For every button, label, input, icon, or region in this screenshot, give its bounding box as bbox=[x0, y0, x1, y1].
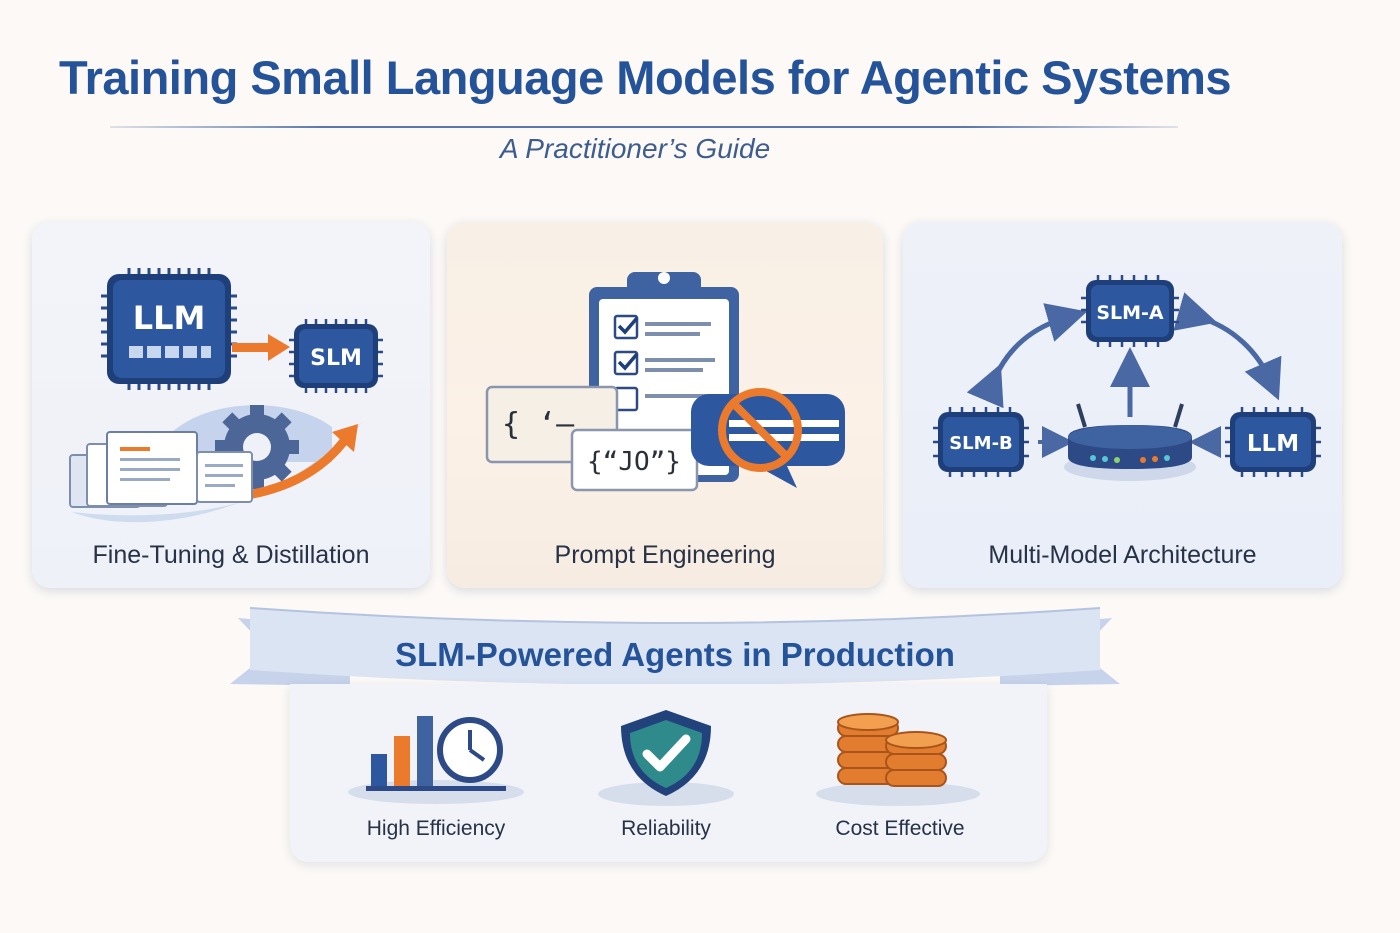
title-rule bbox=[110, 126, 1178, 128]
bar-chart-clock-icon bbox=[348, 716, 524, 804]
llm-chip-label: LLM bbox=[133, 299, 206, 337]
slm-b-chip-icon: SLM-B bbox=[933, 407, 1029, 477]
json-snippet-card: {“JO”} bbox=[570, 428, 699, 492]
production-ribbon: SLM-Powered Agents in Production bbox=[230, 604, 1120, 694]
page-title: Training Small Language Models for Agent… bbox=[58, 51, 1232, 104]
panel-multi-model: SLM-A SLM-B LLM Mult bbox=[903, 222, 1342, 588]
benefit-reliability: Reliability bbox=[546, 684, 786, 862]
code-snippet-text-1: { ‘— bbox=[502, 407, 575, 442]
panel-fine-tuning: LLM SLM Fine-Tuning & Distillation bbox=[32, 222, 430, 588]
benefits-panel: High Efficiency Reliability Cost E bbox=[290, 684, 1047, 862]
slm-b-chip-label: SLM-B bbox=[949, 433, 1013, 454]
benefit-label-reliability: Reliability bbox=[621, 817, 711, 840]
multi-model-illustration: SLM-A SLM-B LLM bbox=[933, 275, 1321, 481]
panel-label-prompt-engineering: Prompt Engineering bbox=[554, 541, 776, 569]
benefit-label-cost-effective: Cost Effective bbox=[835, 817, 965, 840]
prohibited-message-icon bbox=[691, 388, 845, 488]
benefit-high-efficiency: High Efficiency bbox=[316, 684, 556, 862]
panel-label-multi-model: Multi-Model Architecture bbox=[988, 541, 1257, 569]
router-icon bbox=[1064, 403, 1196, 481]
slm-chip-label: SLM bbox=[310, 346, 362, 371]
slm-a-chip-icon: SLM-A bbox=[1081, 275, 1179, 347]
page-subtitle: A Practitioner’s Guide bbox=[499, 133, 771, 164]
panel-label-fine-tuning: Fine-Tuning & Distillation bbox=[92, 541, 370, 569]
distill-arrow-head bbox=[268, 334, 290, 361]
benefit-label-high-efficiency: High Efficiency bbox=[366, 817, 506, 840]
panel-prompt-engineering: { ‘— {“JO”} Prompt Engineering bbox=[447, 222, 883, 588]
distillation-illustration: LLM SLM bbox=[69, 268, 383, 523]
arrow-slm-a-to-llm bbox=[1173, 292, 1282, 401]
shield-check-icon bbox=[598, 710, 734, 806]
arrow-slm-b-to-slm-a bbox=[966, 303, 1088, 409]
documents-icon bbox=[69, 431, 253, 508]
llm-chip-label-multi: LLM bbox=[1247, 431, 1299, 457]
growth-arrow-head bbox=[332, 424, 358, 452]
coins-icon bbox=[816, 713, 980, 806]
distill-arrow-icon bbox=[232, 343, 270, 352]
llm-chip-icon: LLM bbox=[101, 268, 237, 390]
slm-chip-icon: SLM bbox=[289, 319, 383, 393]
llm-chip-icon-multi: LLM bbox=[1225, 407, 1321, 477]
code-snippet-text-2: {“JO”} bbox=[587, 447, 681, 477]
benefit-cost-effective: Cost Effective bbox=[780, 684, 1020, 862]
slm-a-chip-label: SLM-A bbox=[1096, 302, 1164, 324]
ribbon-banner-shape bbox=[230, 607, 1120, 686]
ribbon-title: SLM-Powered Agents in Production bbox=[395, 636, 955, 673]
prompt-illustration: { ‘— {“JO”} bbox=[485, 272, 845, 492]
